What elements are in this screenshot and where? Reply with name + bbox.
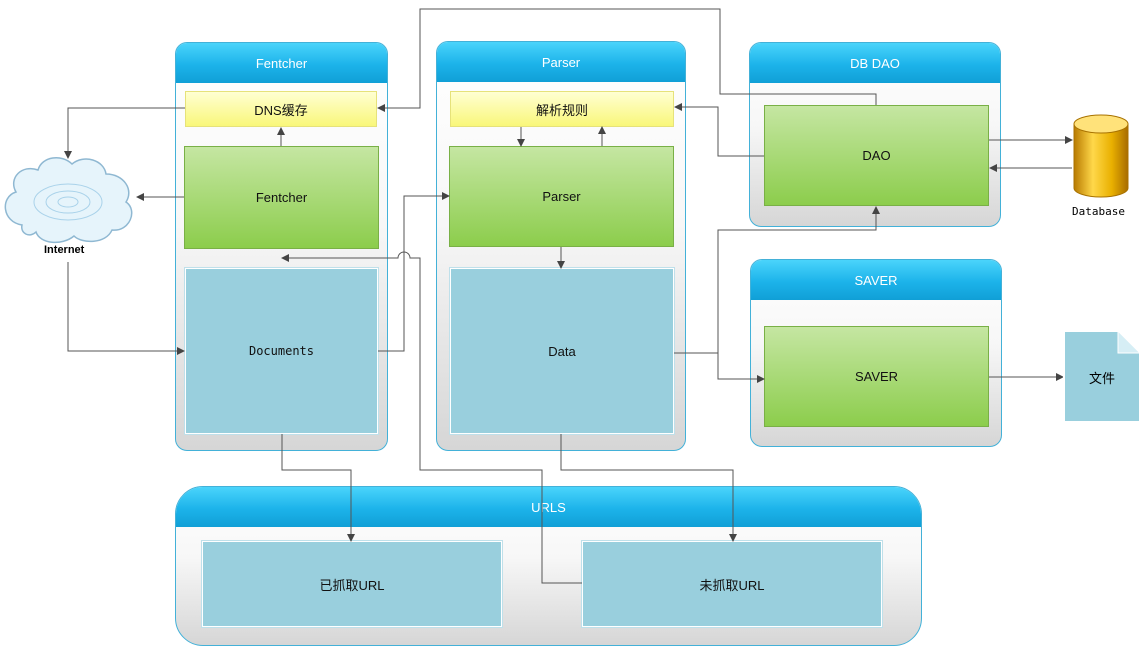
file-icon	[1063, 329, 1142, 423]
fetched-url-box: 已抓取URL	[202, 541, 502, 627]
urls-panel-title: URLS	[176, 487, 921, 527]
file-label: 文件	[1089, 371, 1116, 386]
internet-to-documents-arrow	[67, 262, 185, 355]
parse-rules-box: 解析规则	[450, 91, 674, 127]
data-to-unfetched-arrow	[560, 434, 737, 542]
dao-box: DAO	[764, 105, 989, 206]
data-box: Data	[450, 268, 674, 434]
parser-panel-title: Parser	[437, 42, 685, 82]
dao-to-rules-arrow	[674, 103, 764, 157]
dns-cache-box: DNS缓存	[185, 91, 377, 127]
database-label: Database	[1072, 205, 1125, 218]
internet-cloud-icon	[4, 157, 133, 244]
database-icon	[1073, 114, 1129, 198]
documents-box: Documents	[185, 268, 378, 434]
saver-panel-title: SAVER	[751, 260, 1001, 300]
documents-to-fetched-arrow	[281, 434, 355, 542]
unfetched-url-box: 未抓取URL	[582, 541, 882, 627]
fentcher-box: Fentcher	[184, 146, 379, 249]
documents-to-parser-arrow	[378, 192, 450, 352]
data-to-dao-arrow	[674, 206, 880, 354]
internet-label: Internet	[44, 244, 85, 256]
unfetched-to-fentcher-arrow	[281, 251, 582, 584]
data-to-saver-arrow	[717, 353, 765, 383]
parser-box: Parser	[449, 146, 674, 247]
fentcher-panel-title: Fentcher	[176, 43, 387, 83]
dao-to-dns-arrow	[377, 8, 877, 112]
dns-to-internet-arrow	[64, 107, 185, 159]
saver-box: SAVER	[764, 326, 989, 427]
dbdao-panel-title: DB DAO	[750, 43, 1000, 83]
